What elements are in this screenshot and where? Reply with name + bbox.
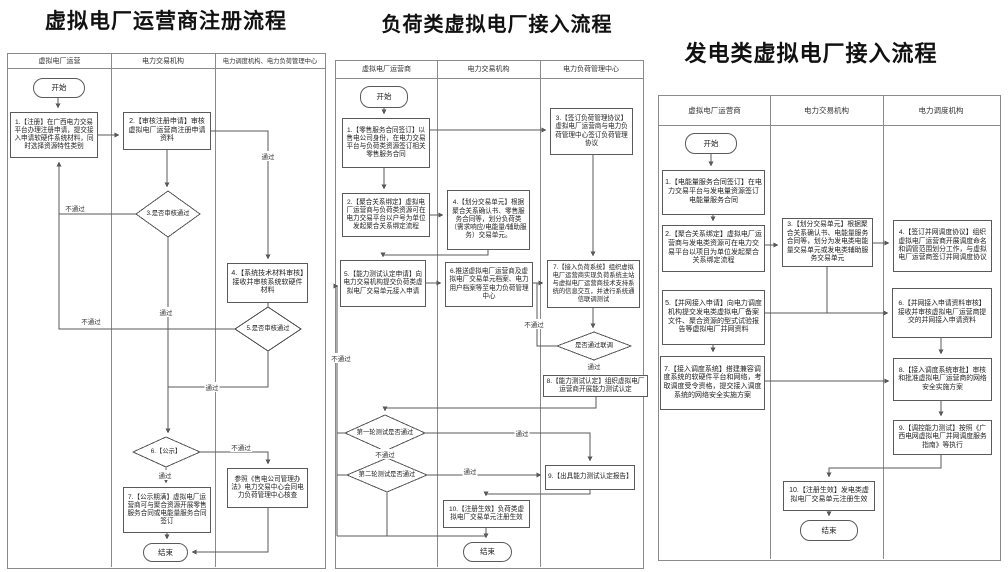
chart2-lane-divider	[437, 60, 438, 567]
chart1-decision6-publicity: 6.【公示】	[150, 448, 182, 456]
chart2-decision-joint-debug: 是否通过联调	[575, 342, 613, 350]
chart2-start-terminal: 开始	[360, 86, 408, 108]
chart3-frame	[658, 95, 1001, 561]
chart1-check-box-reference: 参照《售电公司管理办法》电力交易中心会同电力负荷管理中心核查	[227, 468, 308, 508]
chart2-header-divider	[335, 78, 643, 79]
chart1-lane-header-trading: 电力交易机构	[142, 57, 184, 65]
chart1-connectors	[55, 97, 302, 555]
chart2-step6-push-archives: 6.推送虚拟电厂运营商及虚拟电厂交易单元档案、电力用户档案等至电力负荷管理中心	[445, 262, 533, 307]
chart2-lane-divider	[540, 60, 541, 567]
chart3-start-terminal: 开始	[685, 133, 737, 154]
chart2-decision-second-round-test: 第二轮测试是否通过	[358, 471, 416, 479]
chart1-step4-system-material-review: 4.【系统技术材料审核】接收并审核系统软硬件材料	[227, 263, 308, 303]
chart3-step5-grid-access-application: 5.【并网接入申请】向电力调度机构提交发电类虚拟电厂备案文件、聚合资源的型式试验…	[662, 290, 765, 345]
chart2-step4-divide-trading-unit: 4.【划分交易单元】根据聚合关系确认书、零售服务合同等，划分负荷类（需求响应/电…	[447, 190, 530, 250]
chart2-decision-first-round-test: 第一轮测试是否通过	[356, 429, 414, 437]
chart1-label-pass: 通过	[204, 382, 220, 392]
chart3-step6-application-material-review: 6.【并网接入申请资料审核】接收并审核虚拟电厂运营商提交的并网接入申请资料	[892, 288, 992, 338]
chart1-decision5-review-pass: 5.是否审核通过	[246, 325, 290, 333]
chart2-end-terminal: 结束	[463, 542, 512, 562]
chart3-lane-header-dispatch: 电力调度机构	[918, 105, 964, 115]
chart3-step4-grid-dispatch-agreement: 4.【签订并网调度协议】组织虚拟电厂运营商开展调度命名和调管范围划分工作，与虚拟…	[893, 220, 992, 272]
chart3-step7-connect-dispatch-system: 7.【接入调度系统】搭建兼容调度系统的软硬件平台和网络，考取调度受令资格，提交接…	[660, 356, 765, 410]
chart1-label-fail: 不通过	[64, 203, 86, 213]
chart2-frame	[335, 60, 644, 569]
chart2-step2-aggregation-binding: 2.【聚合关系绑定】虚拟电厂运营商与负荷类资源可在电力交易平台以户号为单位发起聚…	[342, 193, 430, 237]
chart3-lane-divider	[883, 95, 884, 559]
chart2-step10-registration-effective: 10.【注册生效】负荷类虚拟电厂交易单元注册生效	[443, 500, 530, 528]
chart2-step5-capability-test-application: 5.【能力测试认定申请】向电力交易机构提交负荷类虚拟电厂交易单元接入申请	[340, 260, 426, 307]
chart2-label-pass: 通过	[586, 361, 602, 371]
chart3-connectors	[708, 153, 944, 517]
chart2-label-fail: 不通过	[330, 353, 352, 363]
chart1-lane-divider	[111, 53, 112, 567]
chart2-title: 负荷类虚拟电厂接入流程	[381, 14, 613, 36]
chart1-lane-divider	[215, 53, 216, 567]
chart1-step1-register: 1.【注册】在广西电力交易平台办理注册申请，提交接入申请软硬件系统材料，同时选择…	[10, 112, 98, 158]
chart3-lane-header-operator: 虚拟电厂运营商	[688, 105, 741, 115]
chart1-step7-publicity-expired: 7.【公示期满】虚拟电厂运营商可与聚合资源开展零售服务合同或电能量服务合同签订	[123, 487, 211, 533]
chart1-frame	[7, 53, 326, 569]
chart1-step2-review-application: 2.【审核注册申请】审核虚拟电厂运营商注册申请资料	[123, 112, 211, 150]
chart2-connectors	[333, 108, 633, 539]
chart2-step1-retail-contract: 1.【零售服务合同签订】以售电公司身份，在电力交易平台与负荷类资源签订相关零售服…	[342, 118, 430, 168]
chart3-step1-energy-contract: 1.【电能量服务合同签订】在电力交易平台与发电量资源签订电能量服务合同	[662, 170, 765, 215]
chart1-label-fail: 不通过	[80, 316, 102, 326]
chart1-start-terminal: 开始	[33, 78, 85, 98]
chart2-lane-header-trading: 电力交易机构	[467, 66, 510, 73]
chart3-step10-registration-effective: 10.【注册生效】发电类虚拟电厂交易单元注册生效	[783, 481, 875, 511]
chart2-step7-connect-load-system: 7.【接入负荷系统】组织虚拟电厂运营商实现负荷系统主站与虚拟电厂运营商技术支持系…	[547, 260, 640, 308]
chart3-step3-divide-trading-unit: 3.【划分交易单元】根据聚合关系确认书、电能量服务合同等，划分为发电类电能量交易…	[782, 218, 873, 267]
chart2-label-fail: 不通过	[523, 319, 545, 329]
chart3-header-divider	[658, 125, 1000, 126]
chart2-label-fail: 不通过	[374, 449, 396, 459]
chart3-lane-header-trading: 电力交易机构	[804, 105, 849, 115]
chart2-step8-capability-test: 8.【能力测试认定】组织虚拟电厂运营商开展能力测试认定	[543, 375, 648, 397]
chart2-lane-header-load-center: 电力负荷管理中心	[563, 66, 619, 73]
chart1-label-fail: 不通过	[230, 442, 252, 452]
chart3-step8-dispatch-system-approval: 8.【接入调度系统审批】审核和批准虚拟电厂运营商的网络安全实施方案	[893, 358, 992, 401]
chart1-label-pass: 通过	[260, 151, 276, 161]
chart3-step9-regulation-capability-test: 9.【调控能力测试】按照《广西电网虚拟电厂并网调度服务指南》等执行	[893, 420, 992, 455]
chart2-lane-header-operator: 虚拟电厂运营商	[362, 66, 411, 73]
chart1-header-divider	[7, 68, 325, 69]
chart3-end-terminal: 结束	[800, 520, 858, 541]
chart2-label-pass: 通过	[462, 466, 478, 476]
chart1-lane-header-dispatch-load: 电力调度机构、电力负荷管理中心	[222, 58, 318, 65]
chart3-title: 发电类虚拟电厂接入流程	[684, 41, 938, 66]
chart2-step9-issue-report: 9.【出具能力测试认定报告】	[545, 465, 635, 490]
chart1-label-pass: 通过	[157, 470, 173, 480]
chart1-title: 虚拟电厂运营商注册流程	[45, 10, 287, 33]
chart1-label-pass: 通过	[158, 307, 174, 317]
chart3-lane-divider	[770, 95, 771, 559]
chart1-end-terminal: 结束	[143, 543, 188, 562]
chart2-label-pass: 通过	[514, 428, 530, 438]
chart1-decision3-review-pass: 3.是否审核通过	[146, 210, 190, 218]
chart2-step3-load-agreement: 3.【签订负荷管理协议】虚拟电厂运营商与电力负荷管理中心签订负荷管理协议	[550, 108, 633, 155]
chart1-lane-header-operator: 虚拟电厂运营	[38, 57, 81, 65]
chart3-step2-aggregation-binding: 2.【聚合关系绑定】虚拟电厂运营商与发电类资源可在电力交易平台以项目为单位发起聚…	[662, 225, 765, 272]
